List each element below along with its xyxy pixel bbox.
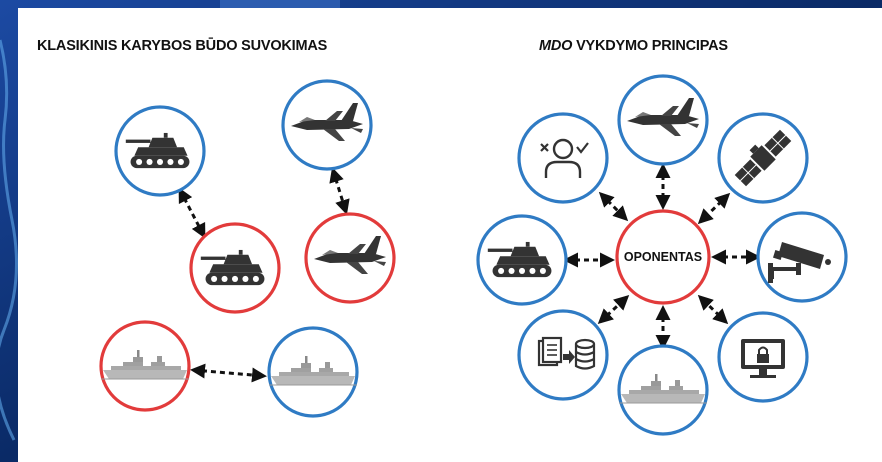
adversary-tank-node <box>189 222 281 314</box>
space-node <box>717 112 809 204</box>
own-ship-node <box>267 326 359 418</box>
adversary-jet-node <box>304 212 396 304</box>
right-panel-title: MDO VYKDYMO PRINCIPAS <box>539 38 728 54</box>
arrow-to-data <box>597 294 630 325</box>
sea-node <box>617 344 709 436</box>
left-diagram <box>99 79 396 418</box>
arrow-to-info <box>697 294 729 325</box>
right-diagram: OPONENTAS <box>476 74 848 436</box>
own-tank-node <box>114 105 206 197</box>
air-node <box>617 74 709 166</box>
right-panel-title-emphasis: MDO <box>539 38 573 54</box>
arrow-ship-link <box>190 363 267 383</box>
own-jet-node <box>281 79 373 171</box>
connection-arrows <box>178 163 761 383</box>
opponent-label: OPONENTAS <box>624 250 702 264</box>
arrow-tank-link <box>178 187 206 239</box>
cyber-node <box>717 311 809 403</box>
arrow-to-person <box>598 191 629 222</box>
land-node <box>476 214 568 306</box>
camera-node <box>756 211 848 303</box>
arrow-jet-link <box>329 167 350 215</box>
arrow-to-space <box>697 192 731 225</box>
data-node <box>517 309 609 401</box>
right-panel-title-text: VYKDYMO PRINCIPAS <box>572 38 728 54</box>
opponent-node: OPONENTAS <box>615 209 711 305</box>
left-panel-title: KLASIKINIS KARYBOS BŪDO SUVOKIMAS <box>37 38 328 54</box>
adversary-ship-node <box>99 320 191 412</box>
person-node <box>517 112 609 204</box>
